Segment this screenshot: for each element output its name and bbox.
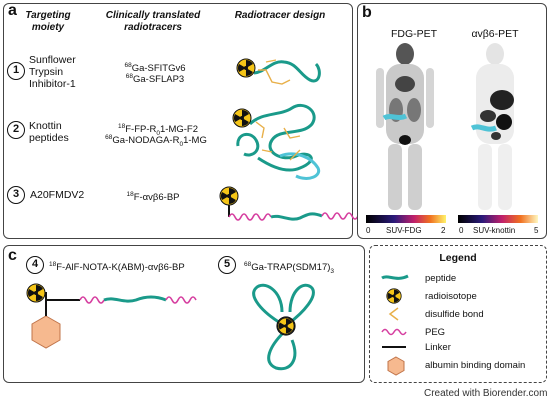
legend-radioisotope-label: radioisotope xyxy=(425,291,477,302)
legend-linker-icon xyxy=(382,346,406,348)
legend-title: Legend xyxy=(439,252,477,264)
legend-peptide-icon xyxy=(381,274,409,280)
panel-c xyxy=(3,245,365,383)
colorbar-fdg xyxy=(366,215,446,223)
header-radiotracer-design: Radiotracer design xyxy=(234,10,326,21)
knottin-scale-min: 0 xyxy=(459,226,464,235)
panel-c-label: c xyxy=(8,247,17,264)
radioisotope-icon xyxy=(236,58,256,78)
item-4-name: 18F-AlF-NOTA-K(ABM)-αvβ6-BP xyxy=(49,261,185,274)
row-2-tracer-1: 18F-FP-R01-MG-F2 xyxy=(118,123,198,138)
legend-linker-label: Linker xyxy=(425,342,451,353)
row-1-tracer-2: 68Ga-SFLAP3 xyxy=(125,73,185,86)
item-5-number: 5 xyxy=(218,256,236,274)
header-clinical-tracers: Clinically translated radiotracers xyxy=(105,10,201,33)
legend-peptide-label: peptide xyxy=(425,273,457,284)
radioisotope-icon xyxy=(232,108,252,128)
fdg-scale-max: 2 xyxy=(441,226,446,235)
item-5-name: 68Ga-TRAP(SDM17)3 xyxy=(244,261,335,276)
row-1-moiety: Sunflower Trypsin Inhibitor-1 xyxy=(29,54,76,90)
radioisotope-icon xyxy=(277,317,295,335)
radioisotope-icon xyxy=(26,283,46,303)
row-2-tracer-2: 68Ga-NODAGA-R01-MG xyxy=(105,134,207,149)
fdg-scale-label: SUV-FDG xyxy=(386,226,422,235)
fdg-pet-scan-image xyxy=(376,43,434,210)
row-3-number: 3 xyxy=(7,186,25,204)
row-3-tracer-1: 18F-αvβ6-BP xyxy=(126,191,180,204)
header-targeting-moiety: Targeting moiety xyxy=(25,10,71,33)
fdg-scale-min: 0 xyxy=(366,226,371,235)
legend-disulfide-label: disulfide bond xyxy=(425,309,484,320)
legend-albumin-icon xyxy=(387,356,405,376)
knottin-scale-max: 5 xyxy=(534,226,539,235)
row-2-moiety: Knottin peptides xyxy=(29,120,69,144)
legend-peg-icon xyxy=(381,328,407,336)
legend-peg-label: PEG xyxy=(425,327,446,338)
row-1-number: 1 xyxy=(7,62,25,80)
item-4-number: 4 xyxy=(26,256,44,274)
legend-radioisotope-icon xyxy=(386,288,402,304)
knottin-scale-label: SUV-knottin xyxy=(473,226,516,235)
legend-albumin-label: albumin binding domain xyxy=(425,360,526,371)
fdg-pet-title: FDG-PET xyxy=(390,28,438,40)
row-1-tracer-1: 68Ga-SFITGv6 xyxy=(124,62,186,75)
row-3-moiety: A20FMDV2 xyxy=(30,189,85,201)
panel-a-label: a xyxy=(8,2,17,19)
avb6-pet-title: αvβ6-PET xyxy=(471,28,519,40)
footer-credit: Created with Biorender.com xyxy=(424,388,548,399)
panel-b-label: b xyxy=(362,4,372,21)
avb6-pet-scan-image xyxy=(470,43,514,210)
radioisotope-icon xyxy=(219,186,239,206)
row-2-number: 2 xyxy=(7,121,25,139)
legend-disulfide-icon xyxy=(388,307,399,321)
panel-a xyxy=(3,3,353,239)
colorbar-knottin xyxy=(458,215,538,223)
